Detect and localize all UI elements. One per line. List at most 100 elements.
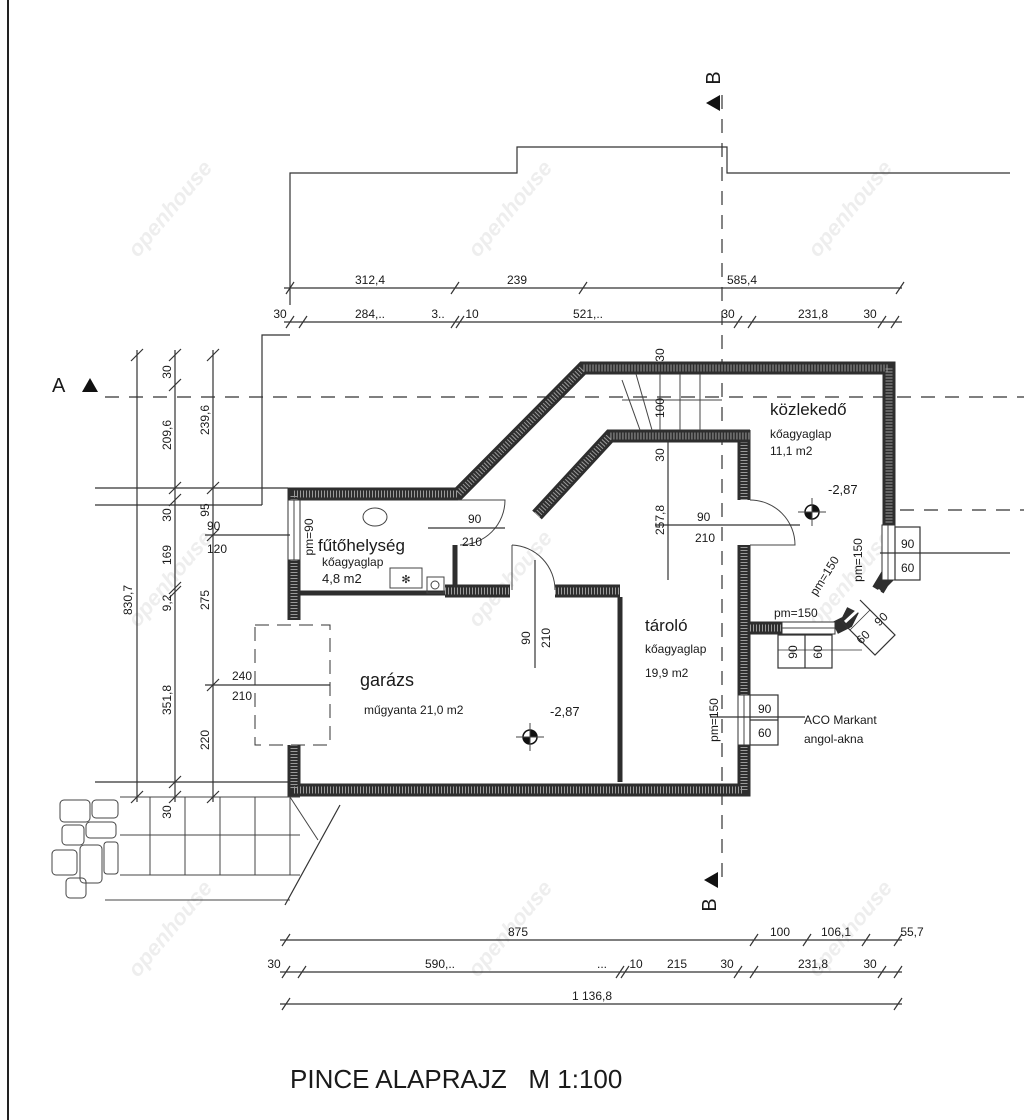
room-tarolo: tároló kőagyaglap 19,9 m2	[645, 616, 707, 680]
sill-label: pm=150	[707, 698, 721, 742]
section-a-arrow-icon	[82, 378, 98, 392]
dim-label: 239	[507, 273, 527, 287]
dim-label: 220	[198, 730, 212, 750]
room-garazs: garázs műgyanta 21,0 m2	[360, 670, 464, 717]
svg-text:kőagyaglap: kőagyaglap	[322, 555, 384, 569]
boiler-symbol-icon: ✻	[401, 574, 410, 586]
room-kozlekedo: közlekedő kőagyaglap 11,1 m2	[770, 400, 847, 458]
sill-label: pm=150	[774, 606, 818, 620]
section-b-top-label: B	[703, 71, 725, 84]
section-b-top-arrow-icon	[706, 95, 720, 111]
dim-label: 30	[863, 957, 877, 971]
dim-label: 30	[273, 307, 287, 321]
dim-label: 95	[198, 503, 212, 517]
opening-label: 120	[207, 542, 227, 556]
sink-icon	[362, 507, 388, 527]
dim-label: 10	[629, 957, 643, 971]
exterior-steps	[51, 796, 341, 906]
opening-label: 240	[232, 669, 252, 683]
dim-label: 30	[720, 957, 734, 971]
dim-label: 10	[465, 307, 479, 321]
sill-label: pm=150	[851, 538, 865, 582]
section-b-bottom-label: B	[699, 898, 721, 911]
room-futohelyseg: fűtőhelység kőagyaglap 4,8 m2	[318, 536, 405, 586]
site-step-line	[261, 334, 290, 505]
dim-label: 590,..	[425, 957, 455, 971]
dim-label: 169	[160, 545, 174, 565]
interior-walls	[300, 429, 750, 782]
dim-label: 231,8	[798, 307, 828, 321]
svg-text:19,9 m2: 19,9 m2	[645, 666, 689, 680]
stair-dim: 100	[653, 398, 667, 418]
opening-label: 90	[786, 645, 800, 659]
opening-label: 90	[697, 510, 711, 524]
dim-label: 231,8	[798, 957, 828, 971]
dim-label: 585,4	[727, 273, 757, 287]
svg-text:kőagyaglap: kőagyaglap	[770, 427, 832, 441]
dim-label: 30	[160, 365, 174, 379]
windows	[287, 499, 896, 746]
svg-text:fűtőhelység: fűtőhelység	[318, 536, 405, 555]
opening-label: 90	[519, 631, 533, 645]
dim-label: 239,6	[198, 405, 212, 435]
level-label: -2,87	[828, 482, 858, 497]
dim-label: 30	[160, 805, 174, 819]
stair-dim: 30	[653, 448, 667, 462]
dim-label: 351,8	[160, 685, 174, 715]
svg-text:közlekedő: közlekedő	[770, 400, 847, 419]
opening-label: 210	[232, 689, 252, 703]
section-a-label: A	[52, 375, 66, 397]
stair-dim: 30	[653, 348, 667, 362]
drawing-title: PINCE ALAPRAJZ M 1:100	[290, 1064, 622, 1094]
opening-label: 90	[468, 512, 482, 526]
dim-label: 30	[160, 508, 174, 522]
dim-label: ...	[597, 957, 607, 971]
level-marker-icon	[798, 498, 826, 526]
sill-label: pm=90	[302, 518, 316, 555]
svg-text:kőagyaglap: kőagyaglap	[645, 642, 707, 656]
section-b-bottom-arrow-icon	[704, 872, 718, 888]
dim-label: 100	[770, 925, 790, 939]
site-outline	[289, 146, 1010, 305]
opening-label: 90	[758, 702, 772, 716]
opening-label: 210	[462, 535, 482, 549]
stair-dim: 257,8	[653, 505, 667, 535]
svg-text:4,8 m2: 4,8 m2	[322, 571, 362, 586]
opening-label: 60	[901, 561, 915, 575]
dim-label-total: 1 136,8	[572, 989, 612, 1003]
dim-label: 30	[863, 307, 877, 321]
dim-label: 830,7	[121, 585, 135, 615]
dim-label: 875	[508, 925, 528, 939]
dim-label: 209,6	[160, 420, 174, 450]
dim-label: 521,..	[573, 307, 603, 321]
svg-text:műgyanta 21,0 m2: műgyanta 21,0 m2	[364, 703, 464, 717]
dim-label: 215	[667, 957, 687, 971]
dim-label: 55,7	[900, 925, 924, 939]
stairs	[621, 373, 722, 431]
opening-label: 90	[207, 519, 221, 533]
drain-icon	[426, 576, 445, 594]
level-marker-icon	[516, 723, 544, 751]
svg-text:tároló: tároló	[645, 616, 688, 635]
annotation-label: angol-akna	[804, 732, 864, 746]
opening-label: 90	[901, 537, 915, 551]
dim-label: 312,4	[355, 273, 385, 287]
dim-label: 30	[721, 307, 735, 321]
annotation-label: ACO Markant	[804, 713, 877, 727]
dimension-lines	[130, 281, 1010, 1011]
dim-label: 9,2	[160, 594, 174, 611]
fixtures: ✻	[362, 507, 445, 594]
svg-text:garázs: garázs	[360, 670, 414, 690]
opening-label: 210	[695, 531, 715, 545]
dim-label: 30	[267, 957, 281, 971]
opening-label: 210	[539, 628, 553, 648]
boiler-icon	[389, 567, 423, 589]
level-label: -2,87	[550, 704, 580, 719]
dim-label: 275	[198, 590, 212, 610]
opening-label: 60	[811, 645, 825, 659]
dim-label: 3..	[431, 307, 444, 321]
opening-label: 60	[758, 726, 772, 740]
dim-label: 284,..	[355, 307, 385, 321]
dim-label: 106,1	[821, 925, 851, 939]
